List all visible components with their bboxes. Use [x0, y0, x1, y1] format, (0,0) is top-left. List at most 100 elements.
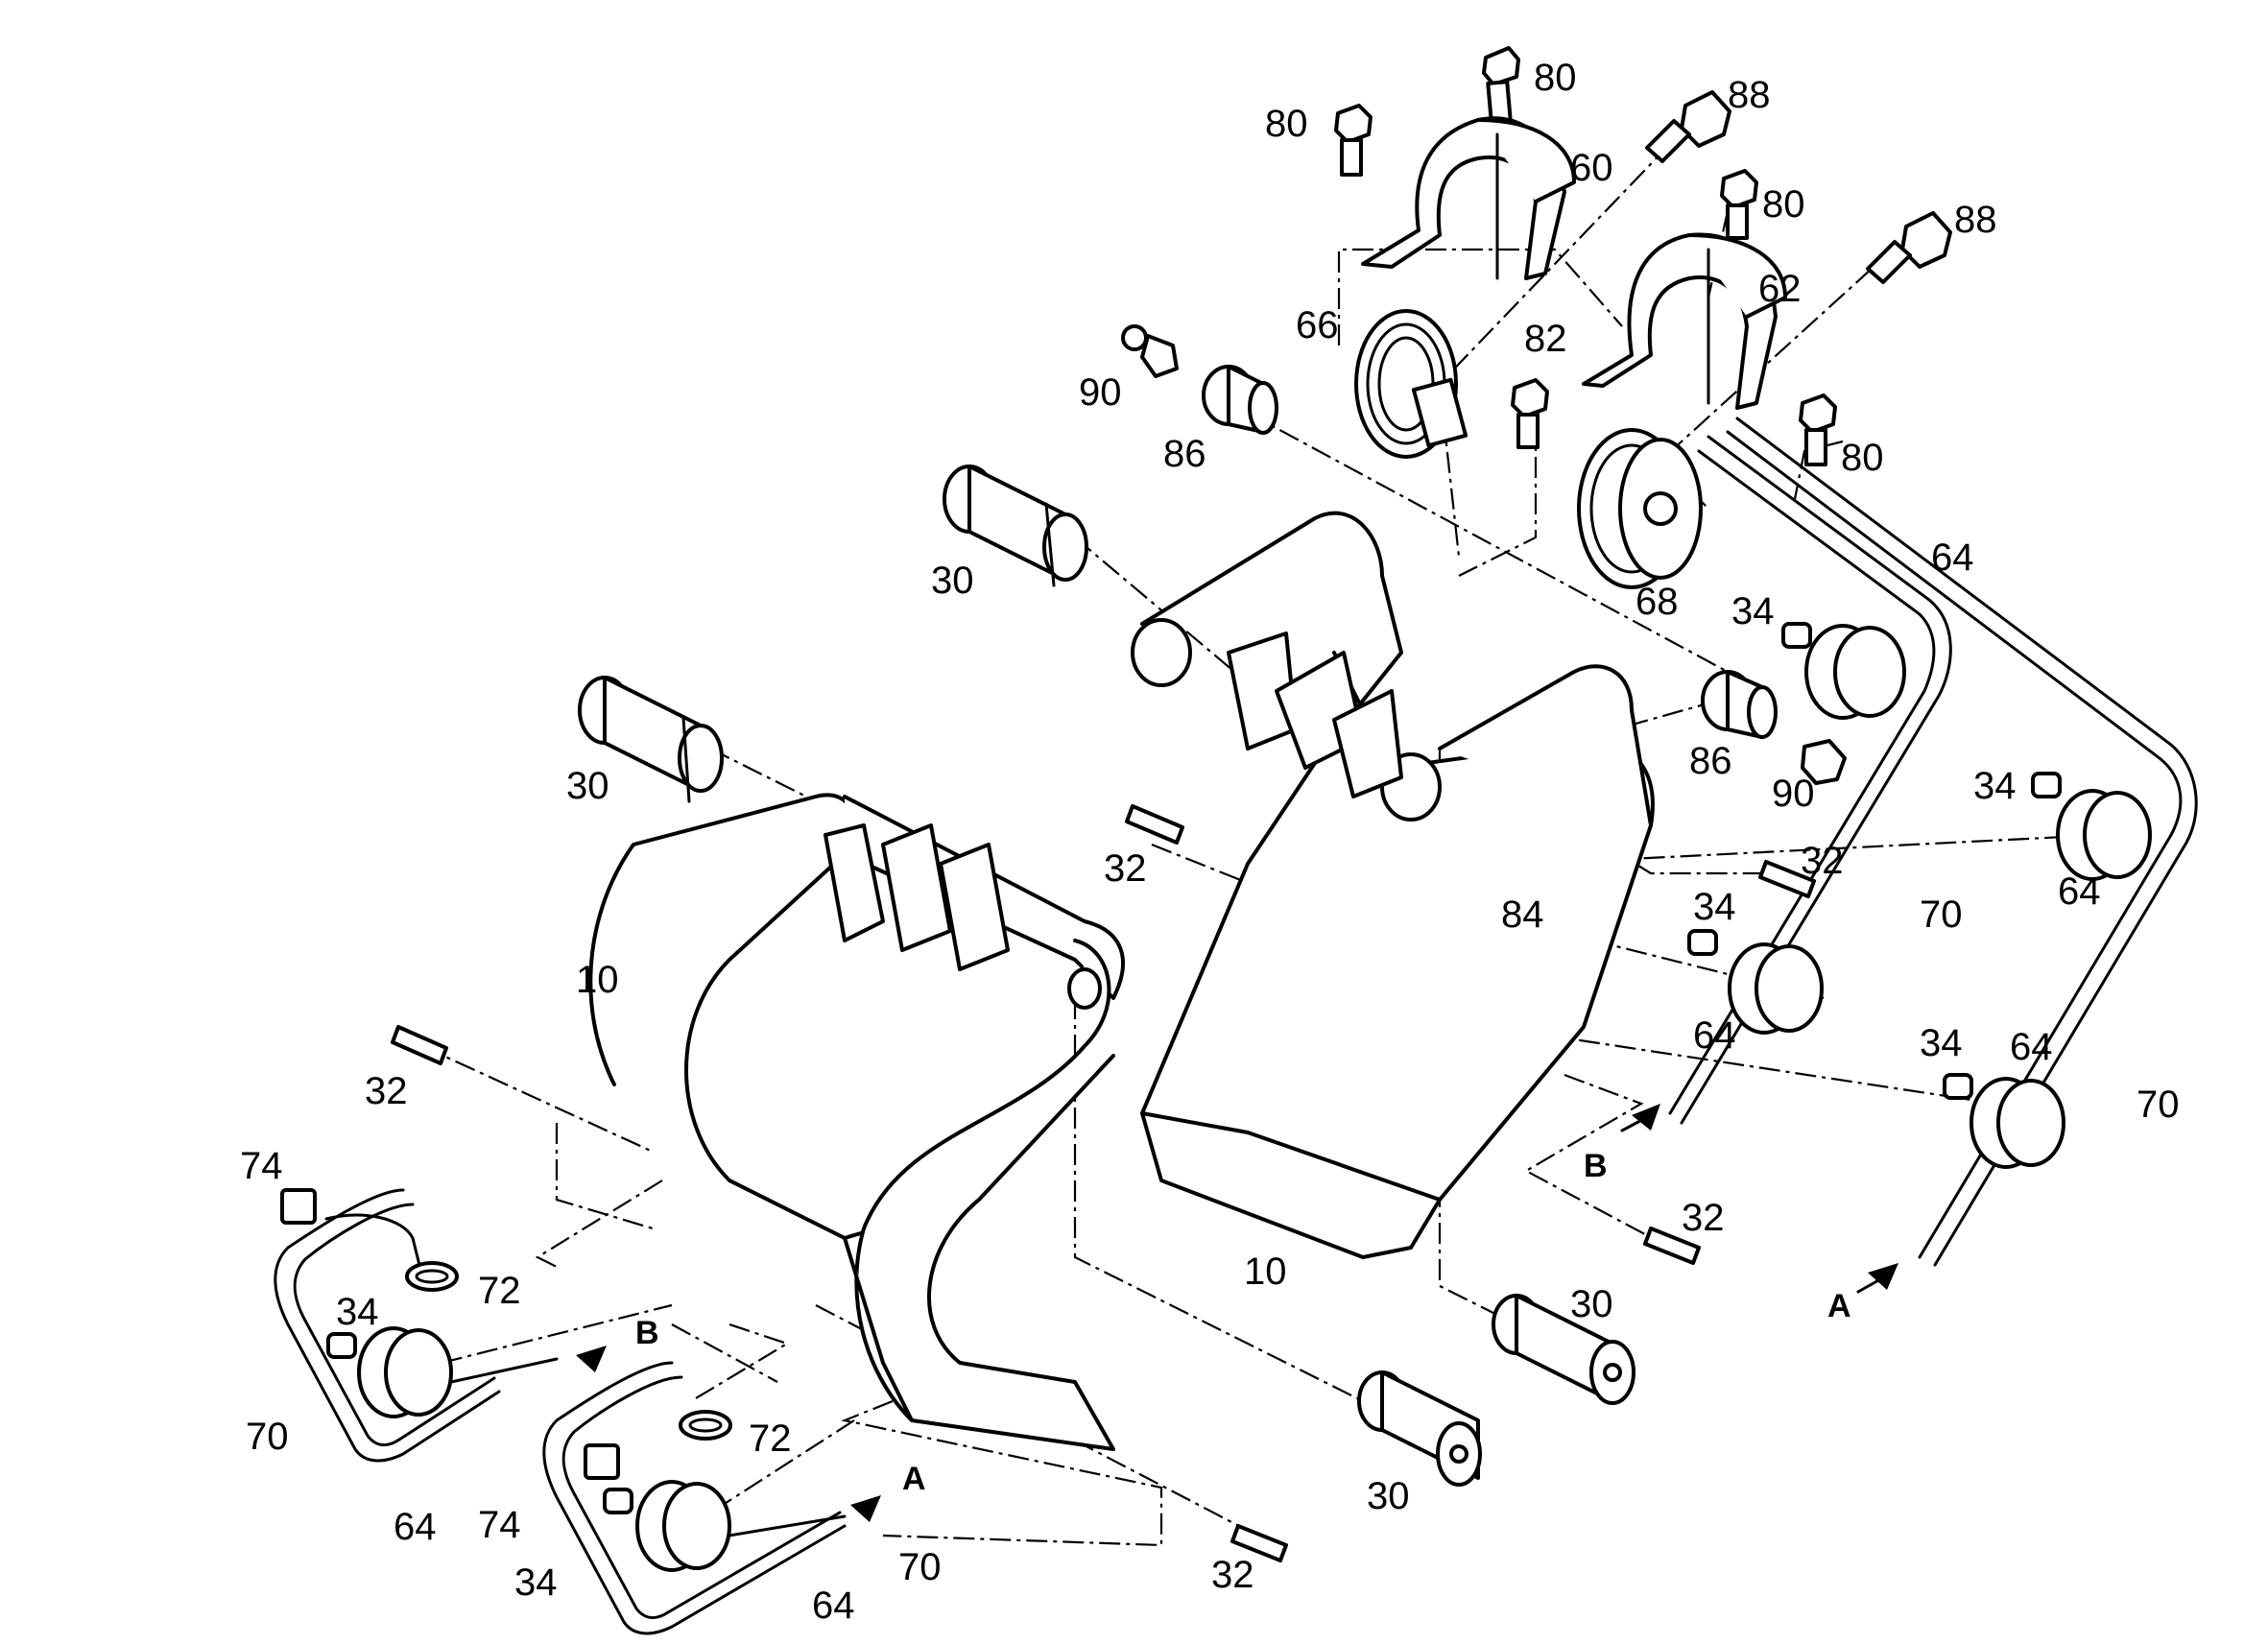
- belt-70-left-upper: [274, 1188, 501, 1463]
- callout-label: 64: [1931, 536, 1974, 579]
- bolt-88-a: [1645, 90, 1731, 163]
- arrow-b-left: [576, 1346, 607, 1372]
- clevis-pin-32: [1125, 804, 1184, 845]
- idler-wheel-64: [2056, 789, 2152, 881]
- reference-letter-a: A: [1827, 1288, 1851, 1324]
- idler-wheel-64: [1804, 624, 1906, 720]
- spacer-34: [1943, 1073, 1973, 1100]
- clevis-pin-32: [1758, 860, 1816, 898]
- callout-labels: 80 80 88 60 80 88 62 66 82 90 86 80 30 6…: [240, 57, 2180, 1627]
- callout-label: 64: [812, 1584, 855, 1627]
- callout-label: 74: [240, 1145, 283, 1187]
- callout-label: 86: [1163, 433, 1206, 475]
- leader-line: [441, 1303, 673, 1365]
- idler-wheel-64: [357, 1326, 453, 1418]
- callout-label: 70: [2137, 1084, 2180, 1126]
- bolt-80-left: [1334, 104, 1373, 177]
- callout-label: 64: [2010, 1026, 2053, 1068]
- reference-letter-b: B: [1584, 1148, 1608, 1184]
- leader-line: [719, 1419, 855, 1508]
- callout-label: 30: [1570, 1283, 1613, 1325]
- leader-line: [690, 1322, 790, 1402]
- callout-label: 72: [749, 1418, 792, 1460]
- callout-label: 34: [1731, 590, 1775, 632]
- pins-30: [578, 465, 1635, 1487]
- frame-10-right: [1131, 511, 1655, 1259]
- leader-line: [1523, 1073, 1671, 1249]
- callout-label: 32: [365, 1070, 408, 1112]
- spacer-34: [2031, 772, 2062, 798]
- callout-label: 32: [1211, 1554, 1254, 1596]
- callout-label: 62: [1758, 268, 1802, 310]
- clevis-pin-32: [391, 1025, 448, 1065]
- reference-letters: B A B A: [635, 1148, 1851, 1497]
- idler-wheel-64: [635, 1480, 731, 1572]
- callout-label: 34: [336, 1291, 379, 1333]
- belt-70-right: [1668, 417, 2198, 1267]
- arrows: [576, 1104, 1898, 1522]
- chain-links-72: [405, 1261, 732, 1441]
- spacer-34: [1687, 929, 1718, 956]
- arrow-a-left: [850, 1495, 881, 1522]
- reference-letter-a: A: [902, 1461, 926, 1497]
- leader-line: [1247, 412, 1729, 673]
- callout-label: 80: [1265, 103, 1308, 145]
- callout-label: 88: [1954, 199, 1997, 241]
- leader-line: [535, 1179, 663, 1268]
- leader-line: [671, 1323, 778, 1383]
- callout-label: 30: [931, 560, 974, 602]
- bolt-88-b: [1866, 211, 1952, 284]
- grease-nipple-90: [1121, 324, 1179, 378]
- guard-60: [1361, 116, 1576, 280]
- belt-end: [728, 1514, 847, 1537]
- callout-label: 90: [1772, 773, 1815, 815]
- callout-label: 32: [1104, 847, 1147, 890]
- idler-wheels-right: [1687, 622, 2152, 1169]
- callout-label: 30: [566, 765, 609, 807]
- leader-line: [841, 1399, 1163, 1547]
- callout-label: 32: [1682, 1197, 1725, 1239]
- connectors-74: [280, 1188, 620, 1480]
- callout-label: 80: [1841, 437, 1884, 479]
- callout-label: 80: [1762, 183, 1805, 226]
- leader-line: [1535, 833, 2103, 866]
- callout-label: 70: [1920, 893, 1963, 936]
- clevis-pin-32: [1643, 1227, 1701, 1265]
- callout-label: 90: [1079, 371, 1122, 414]
- spacer-34: [603, 1488, 633, 1514]
- callout-label: 82: [1524, 318, 1567, 360]
- callout-label: 70: [246, 1416, 289, 1458]
- bolt-82: [1511, 378, 1549, 449]
- pin-30: [1492, 1294, 1635, 1405]
- leader-line: [1337, 248, 1623, 345]
- callout-label: 10: [576, 959, 619, 1001]
- clevis-pin-32: [1230, 1524, 1288, 1562]
- reference-letter-b: B: [635, 1315, 659, 1351]
- bolt-80-right: [1799, 393, 1837, 466]
- callout-label: 86: [1689, 740, 1732, 782]
- callout-label: 32: [1801, 840, 1844, 882]
- bushing-86: [1202, 365, 1278, 435]
- idler-wheel-64: [1970, 1077, 2065, 1169]
- pin-30: [1357, 1370, 1482, 1487]
- callout-label: 60: [1570, 147, 1613, 189]
- callout-label: 72: [478, 1270, 521, 1312]
- idler-wheel-64: [1728, 942, 1824, 1035]
- bolt-80-top: [1482, 46, 1520, 124]
- belt-70-left-lower: [542, 1361, 847, 1635]
- callout-label: 10: [1244, 1251, 1287, 1293]
- callout-label: 84: [1501, 893, 1544, 936]
- callout-label: 34: [1973, 765, 2017, 807]
- guard-62: [1582, 232, 1787, 410]
- callout-label: 30: [1367, 1475, 1410, 1517]
- spacer-34: [326, 1332, 357, 1359]
- leader-line: [1554, 1035, 1997, 1106]
- bolt-80-mid: [1720, 169, 1758, 240]
- clevis-pins-32: [391, 804, 1816, 1562]
- bolts: [1334, 46, 1952, 466]
- callout-label: 34: [1920, 1022, 1963, 1064]
- idler-wheels-left: [326, 1326, 847, 1572]
- callout-label: 64: [1693, 1014, 1736, 1057]
- pin-30: [578, 676, 724, 803]
